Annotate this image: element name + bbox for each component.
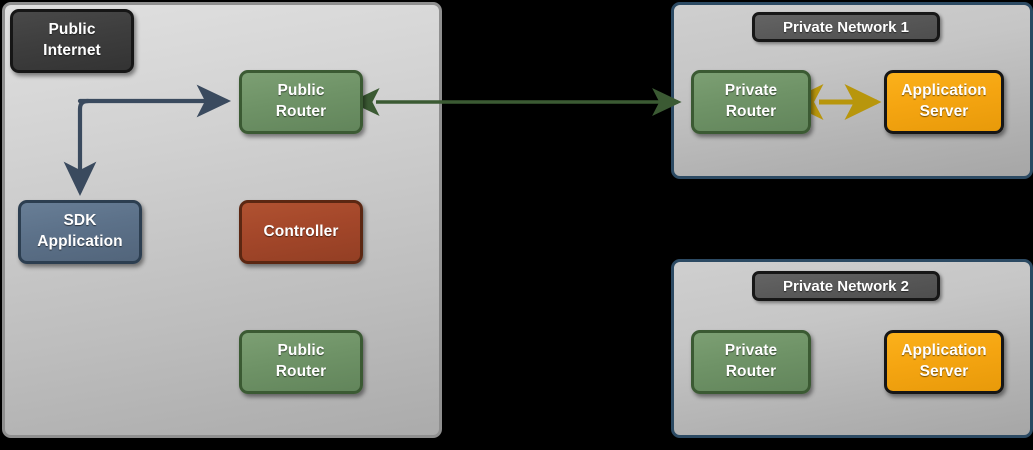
node-application-server-1[interactable]: Application Server (884, 70, 1004, 134)
node-private-router-2[interactable]: Private Router (691, 330, 811, 394)
badge-private-network-2: Private Network 2 (752, 271, 940, 301)
node-public-router-bottom[interactable]: Public Router (239, 330, 363, 394)
node-public-internet-label: Public Internet (43, 21, 101, 59)
badge-private-network-1-label: Private Network 1 (783, 18, 909, 36)
badge-private-network-2-label: Private Network 2 (783, 277, 909, 295)
node-application-server-2[interactable]: Application Server (884, 330, 1004, 394)
node-private-router-1-label: Private Router (724, 82, 778, 120)
node-sdk-application[interactable]: SDK Application (18, 200, 142, 264)
node-private-router-1[interactable]: Private Router (691, 70, 811, 134)
node-public-internet[interactable]: Public Internet (10, 9, 134, 73)
node-sdk-application-label: SDK Application (37, 212, 123, 250)
node-controller[interactable]: Controller (239, 200, 363, 264)
node-application-server-1-label: Application Server (901, 82, 987, 120)
badge-private-network-1: Private Network 1 (752, 12, 940, 42)
node-private-router-2-label: Private Router (724, 342, 778, 380)
node-public-router-top-label: Public Router (275, 82, 327, 120)
node-controller-label: Controller (263, 222, 339, 240)
node-application-server-2-label: Application Server (901, 342, 987, 380)
node-public-router-top[interactable]: Public Router (239, 70, 363, 134)
node-public-router-bottom-label: Public Router (275, 342, 327, 380)
